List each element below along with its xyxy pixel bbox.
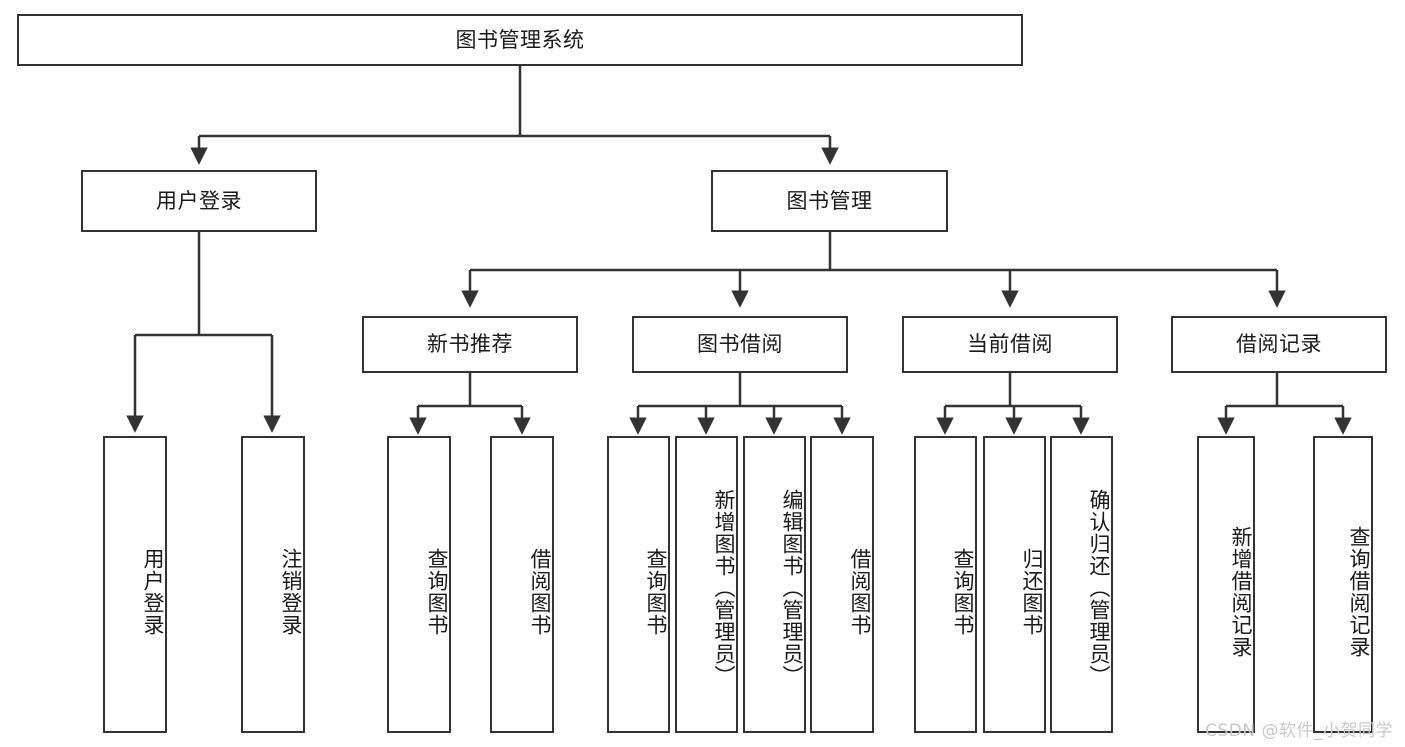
node-current-borrow-label: 当前借阅	[967, 332, 1053, 357]
node-leaf-add-record-label: 新增借阅记录	[1229, 525, 1253, 658]
node-root[interactable]: 图书管理系统	[17, 14, 1023, 66]
node-leaf-borrow-book-1-label: 借阅图书	[528, 547, 552, 636]
node-book-management-label: 图书管理	[786, 188, 873, 213]
node-leaf-logout-login[interactable]: 注销登录	[241, 436, 305, 733]
node-leaf-return-book-label: 归还图书	[1020, 547, 1044, 636]
node-leaf-query-record[interactable]: 查询借阅记录	[1313, 436, 1373, 733]
node-new-book-recommend[interactable]: 新书推荐	[362, 316, 578, 373]
node-leaf-user-login[interactable]: 用户登录	[103, 436, 167, 733]
node-leaf-query-book-1-label: 查询图书	[425, 547, 449, 636]
node-leaf-borrow-book-1[interactable]: 借阅图书	[490, 436, 554, 733]
node-user-login[interactable]: 用户登录	[81, 170, 317, 232]
node-leaf-borrow-book-2-label: 借阅图书	[848, 547, 872, 636]
node-book-management[interactable]: 图书管理	[711, 170, 948, 232]
node-new-book-recommend-label: 新书推荐	[427, 332, 513, 357]
node-leaf-query-record-label: 查询借阅记录	[1347, 525, 1371, 658]
node-root-label: 图书管理系统	[455, 27, 585, 52]
node-leaf-query-book-2[interactable]: 查询图书	[607, 436, 670, 733]
node-book-borrow-label: 图书借阅	[697, 332, 783, 357]
node-user-login-label: 用户登录	[156, 188, 242, 213]
node-borrow-record[interactable]: 借阅记录	[1171, 316, 1387, 373]
node-book-borrow[interactable]: 图书借阅	[632, 316, 848, 373]
node-leaf-query-book-2-label: 查询图书	[644, 547, 668, 636]
node-current-borrow[interactable]: 当前借阅	[902, 316, 1118, 373]
node-leaf-edit-book-label: 编辑图书（管理员）	[780, 488, 804, 687]
node-leaf-query-book-1[interactable]: 查询图书	[387, 436, 451, 733]
node-leaf-edit-book[interactable]: 编辑图书（管理员）	[743, 436, 806, 733]
node-leaf-logout-login-label: 注销登录	[279, 547, 303, 636]
node-leaf-user-login-label: 用户登录	[141, 547, 165, 636]
node-leaf-confirm-return-label: 确认归还（管理员）	[1087, 488, 1111, 687]
node-leaf-borrow-book-2[interactable]: 借阅图书	[810, 436, 874, 733]
node-leaf-query-book-3-label: 查询图书	[951, 547, 975, 636]
node-leaf-confirm-return[interactable]: 确认归还（管理员）	[1050, 436, 1113, 733]
node-leaf-return-book[interactable]: 归还图书	[983, 436, 1046, 733]
node-leaf-add-book-label: 新增图书（管理员）	[712, 488, 736, 687]
node-leaf-query-book-3[interactable]: 查询图书	[914, 436, 977, 733]
node-borrow-record-label: 借阅记录	[1236, 332, 1322, 357]
node-leaf-add-record[interactable]: 新增借阅记录	[1197, 436, 1255, 733]
node-leaf-add-book[interactable]: 新增图书（管理员）	[675, 436, 738, 733]
csdn-watermark: CSDN @软件_小贺同学	[1205, 721, 1393, 741]
